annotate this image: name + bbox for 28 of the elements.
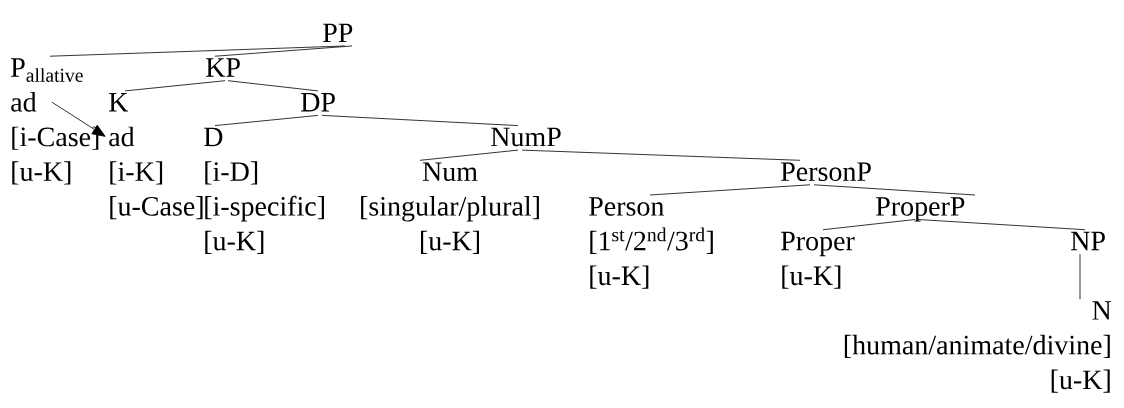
tree-node-label: Proper [u-K] xyxy=(781,231,855,289)
branch-line xyxy=(49,45,346,57)
tree-node-label: K ad [i-K] [u-Case] xyxy=(109,93,203,220)
tree-node-label: KP xyxy=(206,58,240,77)
tree-node-label: N [human/animate/divine] [u-K] xyxy=(844,301,1112,393)
tree-node-label: ProperP xyxy=(876,197,965,222)
branch-line xyxy=(214,45,353,57)
tree-node-label: Num [singular/plural] [u-K] xyxy=(361,162,539,254)
tree-node-label: D [i-D] [i-specific] [u-K] xyxy=(204,127,324,254)
branch-line xyxy=(321,115,519,126)
tree-node-label: Person [1$^{st}$/2$^{nd}$/3$^{rd}$] [u-K] xyxy=(589,197,713,289)
branch-line xyxy=(521,149,801,161)
branch-line xyxy=(214,115,319,126)
tree-node-label: NP xyxy=(1071,231,1105,251)
branch-line xyxy=(419,149,519,161)
tree-node-label: P$_{allative}$ ad [i-Case] [u-K] xyxy=(11,58,99,185)
branch-line xyxy=(822,219,916,231)
movement-arrow xyxy=(51,101,106,137)
branch-line xyxy=(917,219,1086,231)
branch-line xyxy=(813,184,976,196)
branch-line xyxy=(1079,253,1081,300)
tree-node-label: DP xyxy=(301,93,335,112)
branch-line xyxy=(124,80,226,92)
tree-node-label: PP xyxy=(323,23,353,42)
tree-node-label: NumP xyxy=(491,127,561,147)
branch-line xyxy=(649,184,811,196)
tree-node-label: PersonP xyxy=(781,162,871,182)
branch-line xyxy=(227,80,319,92)
